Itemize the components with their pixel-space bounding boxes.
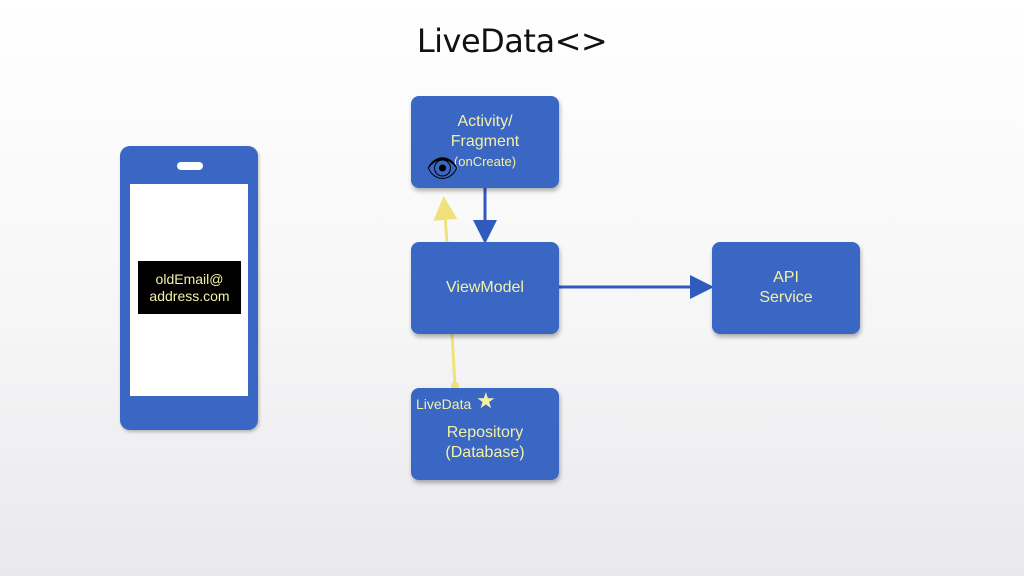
eye-icon: 👁	[426, 154, 460, 184]
diagram-title: LiveData<>	[416, 22, 608, 60]
email-line-2: address.com	[149, 287, 230, 304]
phone-illustration: oldEmail@ address.com	[120, 146, 258, 430]
fragment-label: Fragment	[450, 133, 520, 150]
viewmodel-box: ViewModel	[411, 242, 559, 334]
viewmodel-label: ViewModel	[446, 279, 524, 296]
livedata-label: LiveData	[416, 396, 472, 412]
oncreate-label: (onCreate)	[453, 154, 517, 169]
activity-label: Activity/	[457, 113, 513, 130]
observe-line-repo-to-viewmodel	[450, 333, 457, 387]
database-label: (Database)	[445, 444, 525, 461]
phone-speaker	[177, 162, 203, 170]
service-label: Service	[759, 289, 813, 306]
api-service-box: API Service	[712, 242, 860, 334]
email-line-1: oldEmail@	[155, 270, 224, 287]
repository-label: Repository	[446, 424, 524, 441]
star-icon: ★	[476, 389, 496, 414]
activity-fragment-box: Activity/ Fragment (onCreate)	[411, 96, 559, 188]
observe-arrow-viewmodel-to-activity	[433, 196, 458, 243]
email-display: oldEmail@ address.com	[138, 261, 241, 314]
repository-box: Repository (Database)	[411, 388, 559, 480]
api-label: API	[773, 269, 799, 286]
